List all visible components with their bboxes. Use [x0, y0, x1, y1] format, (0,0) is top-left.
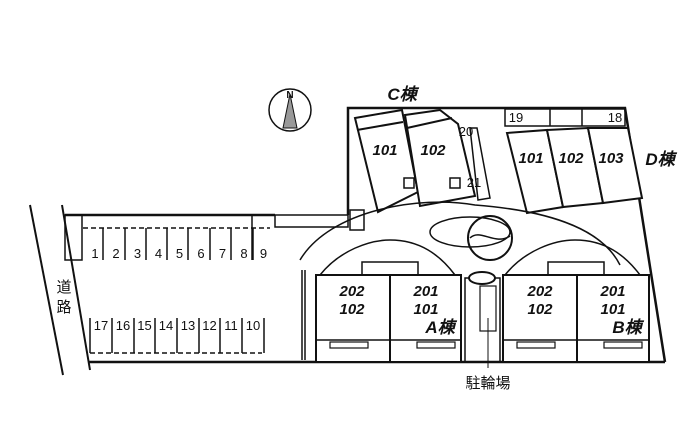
road-label-2: 路	[56, 298, 71, 316]
building-c-unit-101: 101	[372, 142, 397, 159]
parking-space-20: 20	[459, 124, 473, 139]
building-a: 202 102 201 101 A棟	[315, 274, 462, 363]
building-c: C棟 101 102 20 21	[353, 85, 491, 214]
parking-space-17: 17	[94, 318, 108, 333]
building-d-unit-101: 101	[518, 150, 543, 167]
building-d: 19 18 101 102 103 D棟	[504, 108, 678, 215]
parking-space-18: 18	[608, 110, 622, 125]
parking-space-9: 9	[260, 246, 267, 261]
building-a-unit-102: 102	[339, 301, 365, 318]
building-b-unit-201: 201	[599, 283, 625, 300]
building-d-unit-103: 103	[598, 150, 624, 167]
parking-space-11: 11	[224, 318, 238, 333]
parking-bottom-row: 17 16 15 14 13 12 11 10	[89, 318, 265, 354]
parking-space-12: 12	[202, 318, 216, 333]
courtyard-landscaping	[299, 201, 641, 360]
parking-space-5: 5	[176, 246, 183, 261]
compass-north-label: N	[286, 90, 293, 101]
parking-space-15: 15	[137, 318, 151, 333]
parking-space-19: 19	[509, 110, 523, 125]
parking-space-1: 1	[91, 246, 98, 261]
building-b-unit-101: 101	[600, 301, 625, 318]
parking-space-2: 2	[112, 246, 119, 261]
building-b: 202 102 201 101 B棟	[502, 274, 650, 363]
road: 道 路	[29, 204, 91, 376]
building-a-unit-201: 201	[412, 283, 438, 300]
bike-parking-label: 駐輪場	[465, 374, 510, 392]
parking-space-14: 14	[159, 318, 173, 333]
road-label-1: 道	[56, 278, 71, 296]
building-b-unit-202: 202	[526, 283, 553, 300]
parking-space-7: 7	[219, 246, 226, 261]
parking-space-4: 4	[155, 246, 162, 261]
building-a-unit-202: 202	[338, 283, 365, 300]
parking-space-21: 21	[467, 175, 481, 190]
parking-space-16: 16	[116, 318, 130, 333]
building-a-unit-101: 101	[413, 301, 438, 318]
building-c-unit-102: 102	[420, 142, 446, 159]
parking-space-3: 3	[134, 246, 141, 261]
building-c-label: C棟	[387, 85, 419, 104]
parking-space-6: 6	[197, 246, 204, 261]
north-compass-icon: N	[268, 88, 312, 132]
building-d-unit-102: 102	[558, 150, 584, 167]
building-a-label: A棟	[424, 318, 457, 337]
building-b-label: B棟	[612, 318, 644, 337]
parking-space-8: 8	[240, 246, 247, 261]
bike-parking: 駐輪場	[464, 271, 511, 392]
building-b-unit-102: 102	[527, 301, 553, 318]
parking-space-13: 13	[181, 318, 195, 333]
building-d-label: D棟	[645, 150, 677, 169]
parking-space-10: 10	[246, 318, 260, 333]
